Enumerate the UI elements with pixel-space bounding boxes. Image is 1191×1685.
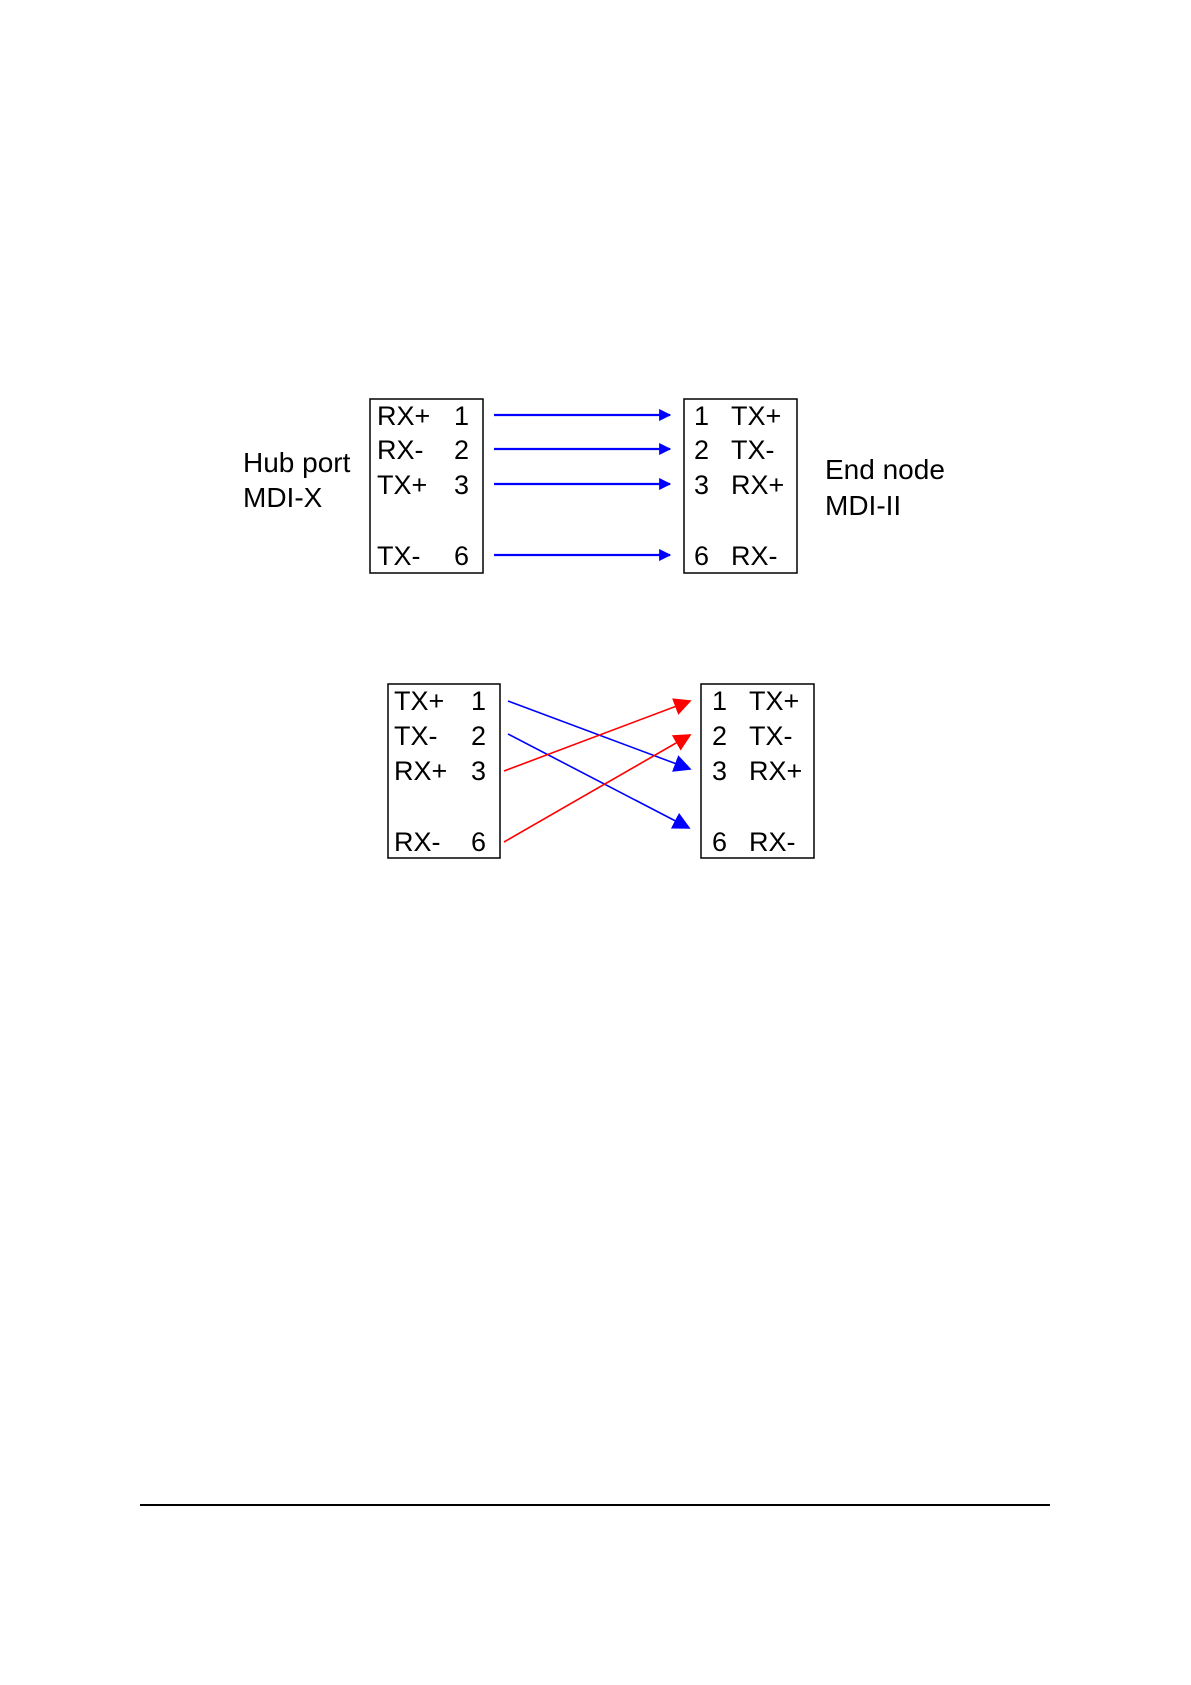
crossover-left-pin-number: 6	[471, 827, 486, 857]
end-node-pin-signal: TX-	[731, 435, 775, 465]
crossover-left-pin-number: 2	[471, 721, 486, 751]
end-node-pin-number: 1	[694, 401, 709, 431]
end-node-pin-signal: RX-	[731, 541, 778, 571]
crossover-left-pin-signal: RX+	[394, 756, 447, 786]
crossover-left-pin-number: 1	[471, 686, 486, 716]
crossover-right-pin-signal: TX-	[749, 721, 793, 751]
wire-crossover-2-to-6	[508, 734, 689, 828]
hub-port-label: Hub port	[243, 447, 351, 478]
hub-pin-signal: RX+	[377, 401, 430, 431]
end-node-pin-number: 3	[694, 470, 709, 500]
crossover-diagram: TX+ 1 TX- 2 RX+ 3 RX- 6 1 TX+ 2 TX- 3 RX…	[388, 684, 814, 858]
end-node-pin-signal: TX+	[731, 401, 781, 431]
mdi-x-label: MDI-X	[243, 482, 323, 513]
end-node-pin-number: 2	[694, 435, 709, 465]
crossover-left-pin-number: 3	[471, 756, 486, 786]
hub-pin-number: 1	[454, 401, 469, 431]
footer-divider	[140, 1504, 1050, 1506]
crossover-right-pin-number: 2	[712, 721, 727, 751]
wire-crossover-6-to-2	[504, 735, 690, 842]
end-node-pin-number: 6	[694, 541, 709, 571]
crossover-right-pin-signal: RX-	[749, 827, 796, 857]
hub-pin-signal: TX+	[377, 470, 427, 500]
crossover-right-pin-number: 3	[712, 756, 727, 786]
hub-pin-number: 3	[454, 470, 469, 500]
crossover-left-pin-signal: TX+	[394, 686, 444, 716]
crossover-left-pin-signal: TX-	[394, 721, 438, 751]
wire-crossover-3-to-1	[504, 701, 690, 771]
straight-through-diagram: Hub port MDI-X RX+ 1 RX- 2 TX+ 3 TX- 6 1…	[243, 399, 945, 573]
crossover-right-pin-number: 6	[712, 827, 727, 857]
end-node-label: End node	[825, 454, 945, 485]
crossover-right-pin-signal: TX+	[749, 686, 799, 716]
crossover-right-pin-number: 1	[712, 686, 727, 716]
end-node-pin-signal: RX+	[731, 470, 784, 500]
hub-pin-signal: RX-	[377, 435, 424, 465]
crossover-left-pin-signal: RX-	[394, 827, 441, 857]
mdi-ii-label: MDI-II	[825, 490, 901, 521]
crossover-right-pin-signal: RX+	[749, 756, 802, 786]
hub-pin-signal: TX-	[377, 541, 421, 571]
hub-pin-number: 6	[454, 541, 469, 571]
hub-pin-number: 2	[454, 435, 469, 465]
